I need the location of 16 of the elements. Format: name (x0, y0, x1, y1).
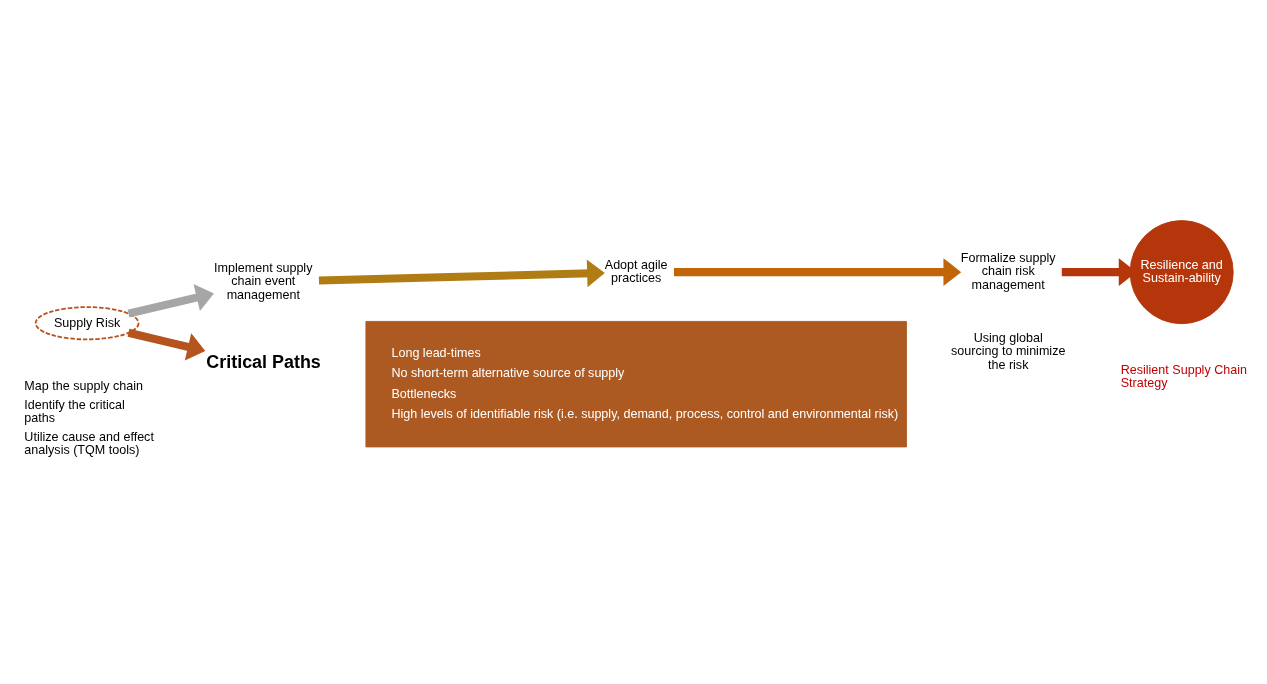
node-ellipse: Supply Risk (34, 305, 140, 340)
node-label: Identify the critical paths (24, 397, 125, 425)
node-text: Implement supply chain event management (214, 260, 313, 302)
node-label: Utilize cause and effect analysis (TQM tools) (24, 429, 154, 457)
arrow (127, 283, 214, 318)
label: Using global sourcing to minimize the risk (951, 330, 1066, 372)
node-box: Long lead-times No short-term alternative source of supply Bottlenecks High levels of identifiable risk (i.e. supply, demand, process, control and environmental risk) (365, 320, 907, 447)
node-circle: Resilience and Sustain-ability (1129, 219, 1234, 324)
arrow (318, 258, 605, 287)
arrow (673, 257, 962, 286)
node-text: Critical Paths (206, 351, 321, 372)
node-text: Formalize supply chain risk management (960, 250, 1056, 292)
arrow (127, 328, 206, 360)
node-label: Map the supply chain (24, 378, 143, 393)
node-text: Adopt agile practices (604, 257, 668, 285)
node-label: Resilient Supply Chain Strategy (1120, 362, 1247, 390)
